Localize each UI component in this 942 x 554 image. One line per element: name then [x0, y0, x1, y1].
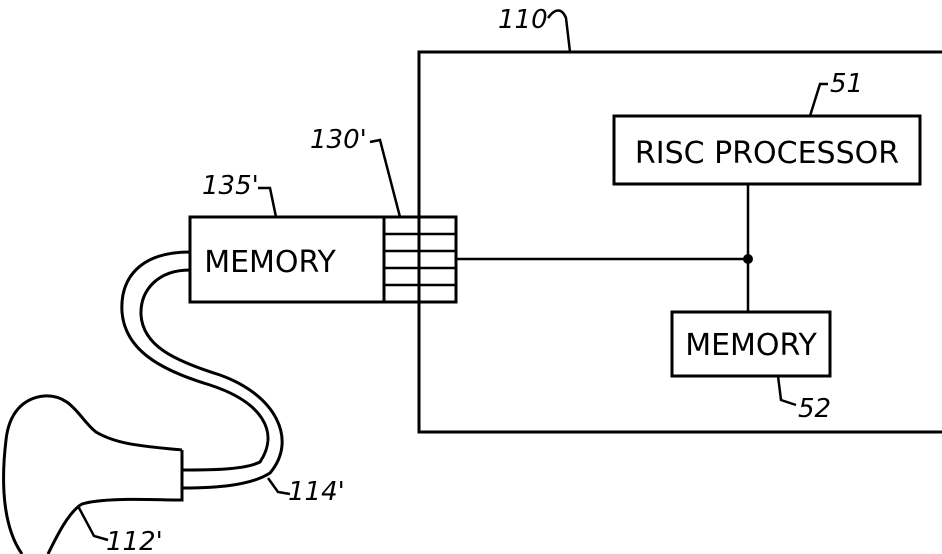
ref-52-label: 52 [798, 394, 831, 424]
ref-52-leader [778, 376, 796, 405]
ref-135-label: 135' [202, 171, 259, 201]
bus-junction-dot [743, 254, 753, 264]
risc-processor-label: RISC PROCESSOR [635, 136, 899, 171]
ref-114-label: 114' [288, 477, 345, 507]
ref-51-label: 51 [830, 69, 863, 99]
ref-110-label: 110 [498, 5, 548, 35]
ref-135-leader [258, 188, 276, 217]
ref-51-leader [810, 84, 828, 116]
ref-112-leader [78, 506, 108, 540]
ref-130-leader [370, 140, 400, 217]
ref-130-label: 130' [310, 125, 367, 155]
ref-114-leader [268, 478, 290, 494]
probe-cable [122, 252, 282, 488]
probe-memory-label: MEMORY [204, 245, 336, 280]
ref-110-leader [548, 11, 570, 53]
ref-112-label: 112' [106, 527, 163, 554]
memory-main-label: MEMORY [685, 328, 817, 363]
